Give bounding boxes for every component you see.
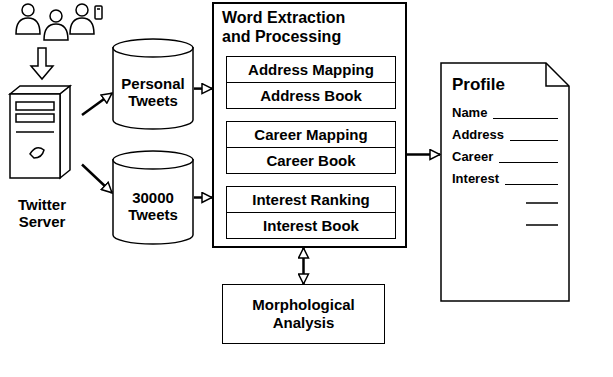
node-label: Word Extraction and Processing (214, 4, 380, 50)
document-title: Profile (452, 74, 505, 95)
down-arrow (31, 48, 53, 79)
profile-row: Name (452, 105, 558, 121)
server-node: Twitter Server (2, 82, 82, 232)
field-label: Career (452, 149, 493, 165)
node-label: Personal Tweets (112, 75, 194, 109)
node-label: 30000 Tweets (112, 189, 194, 223)
data-box: Address Book (226, 82, 396, 109)
field-label: Name (452, 105, 487, 121)
blank-line (510, 140, 558, 141)
data-box: Career Book (226, 147, 396, 174)
node-label: Address Mapping (248, 61, 374, 78)
blank-line (493, 118, 558, 119)
profile-row: Address (452, 127, 558, 143)
process-group: Word Extraction and ProcessingAddress Ma… (212, 2, 407, 248)
blank-line (505, 184, 558, 185)
node-label: Address Book (260, 87, 362, 104)
flow-arrow (82, 165, 112, 193)
field-label: Interest (452, 171, 499, 187)
data-box: Interest Book (226, 212, 396, 239)
profile-row: Profile (452, 74, 558, 99)
database-cylinder: Personal Tweets (112, 38, 194, 130)
flow-arrow (407, 153, 440, 156)
profile-row: Career (452, 149, 558, 165)
server-icon (2, 82, 82, 182)
flow-arrow (82, 93, 112, 115)
node-label: Twitter Server (2, 196, 82, 230)
flow-arrow (194, 196, 212, 199)
flow-arrow (194, 87, 212, 90)
node-label: Career Mapping (254, 126, 367, 143)
database-cylinder: 30000 Tweets (112, 150, 194, 245)
blank-line (499, 162, 558, 163)
node-label: Career Book (266, 152, 355, 169)
profile-row: Interest (452, 171, 558, 187)
user-icons (16, 4, 102, 40)
process-box: Interest Ranking (226, 186, 396, 213)
process-box: Career Mapping (226, 121, 396, 148)
node-label: Morphological Analysis (229, 296, 378, 332)
process-box: Address Mapping (226, 56, 396, 83)
node-label: Interest Ranking (252, 191, 370, 208)
profile-document: ProfileNameAddressCareerInterest (440, 62, 570, 302)
flow-arrow (302, 248, 305, 284)
field-label: Address (452, 127, 504, 143)
process-box: Morphological Analysis (222, 284, 385, 344)
node-label: Interest Book (263, 217, 359, 234)
